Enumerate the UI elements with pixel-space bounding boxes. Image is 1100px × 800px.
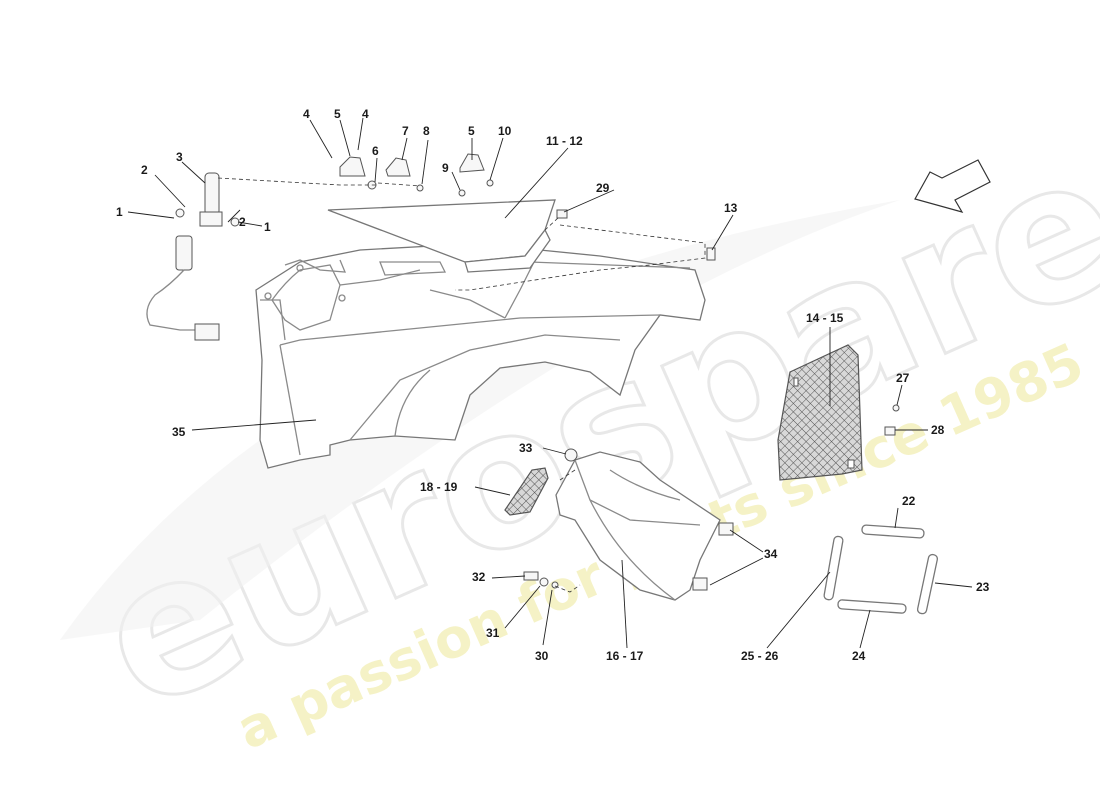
callout-31: 31 <box>486 626 500 640</box>
callout-32: 32 <box>472 570 486 584</box>
callout-1b: 1 <box>264 220 271 234</box>
callout-14-15: 14 - 15 <box>806 311 844 325</box>
callout-30: 30 <box>535 649 549 663</box>
body-side-panel <box>255 244 706 469</box>
callout-5a: 5 <box>334 107 341 121</box>
callout-35: 35 <box>172 425 186 439</box>
callout-7: 7 <box>402 124 409 138</box>
callout-4b: 4 <box>362 107 369 121</box>
callout-4a: 4 <box>303 107 310 121</box>
direction-arrow-icon <box>914 159 991 213</box>
callout-22: 22 <box>902 494 916 508</box>
callout-1a: 1 <box>116 205 123 219</box>
callout-3: 3 <box>176 150 183 164</box>
callout-5b: 5 <box>468 124 475 138</box>
sensor-assembly <box>146 172 240 341</box>
grille-mesh <box>777 344 863 481</box>
callout-11-12: 11 - 12 <box>546 134 583 148</box>
seal-strips <box>823 524 939 615</box>
callout-16-17: 16 - 17 <box>606 649 644 663</box>
callout-10: 10 <box>498 124 512 138</box>
callout-25-26: 25 - 26 <box>741 649 779 663</box>
callout-27: 27 <box>896 371 910 385</box>
callout-29: 29 <box>596 181 610 195</box>
callout-2b: 2 <box>239 215 246 229</box>
callout-28: 28 <box>931 423 945 437</box>
callout-13: 13 <box>724 201 738 215</box>
callout-9: 9 <box>442 161 449 175</box>
callout-24: 24 <box>852 649 866 663</box>
callout-2a: 2 <box>141 163 148 177</box>
callout-18-19: 18 - 19 <box>420 480 458 494</box>
hardware <box>339 153 900 591</box>
small-grille <box>504 467 549 516</box>
callout-6: 6 <box>372 144 379 158</box>
quarter-glass <box>327 199 556 273</box>
leader-lines <box>127 117 973 649</box>
callout-34: 34 <box>764 547 778 561</box>
watermark: eurospares a passion for parts since 198… <box>60 61 1100 762</box>
callout-33: 33 <box>519 441 533 455</box>
watermark-swoosh <box>60 200 900 640</box>
assembly-lines <box>217 177 706 593</box>
callout-labels: 1 1 2 2 3 4 4 5 5 6 7 8 9 10 11 - 12 13 … <box>116 107 990 663</box>
callout-8: 8 <box>423 124 430 138</box>
callout-23: 23 <box>976 580 990 594</box>
air-duct <box>555 451 721 601</box>
